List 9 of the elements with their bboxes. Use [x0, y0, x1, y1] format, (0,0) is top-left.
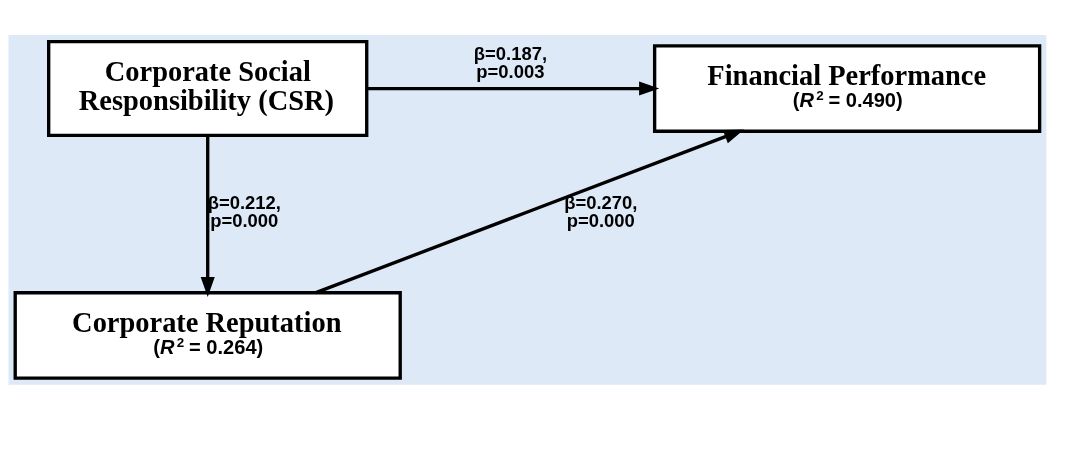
node-box: Financial Performance (R$^{2}$ = 0.490) — [652, 43, 1042, 133]
arrow — [315, 128, 745, 294]
edge-label: β=0.187, p=0.003 — [473, 42, 548, 82]
arrow — [367, 81, 660, 96]
node-box: Corporate Reputation (R$^{2}$ = 0.264) — [13, 290, 402, 380]
arrow — [200, 135, 215, 297]
edge-label: β=0.212, p=0.000 — [207, 191, 281, 231]
node-box: Corporate Social Responsibility (CSR) — [47, 39, 369, 137]
edge-label: β=0.270, p=0.000 — [564, 191, 638, 231]
